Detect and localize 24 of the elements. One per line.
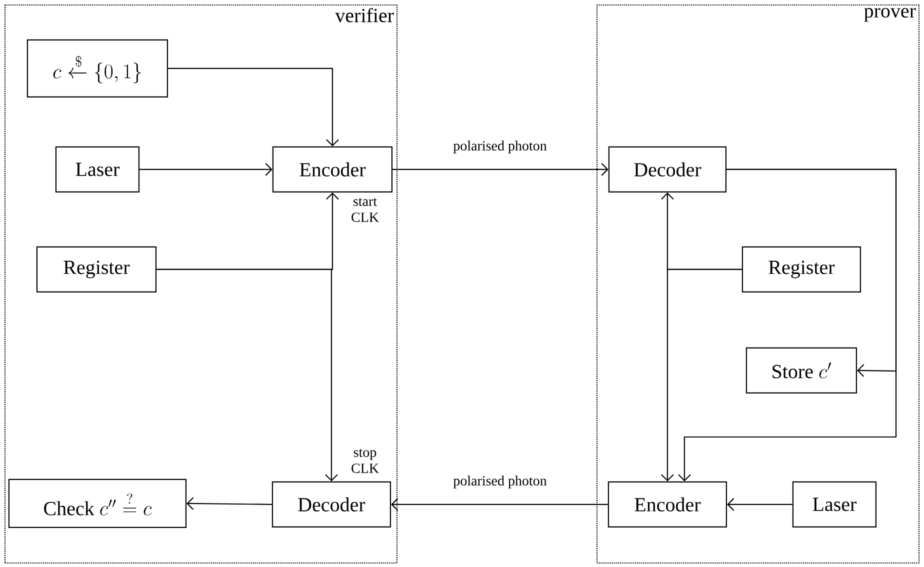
edge-label: polarised photon bbox=[452, 474, 548, 490]
process-box: Decoder bbox=[608, 146, 726, 192]
process-box: Laser bbox=[55, 146, 140, 192]
arrow bbox=[186, 497, 272, 510]
edge-label: stop CLK bbox=[344, 448, 386, 474]
process-box: Laser bbox=[792, 481, 876, 528]
process-box: $c \xleftarrow{\$} \{0,1\}$ bbox=[26, 39, 168, 98]
edge-label: polarised photon bbox=[452, 140, 548, 154]
arrow bbox=[168, 68, 339, 146]
process-box: $\text{Check } c'' \stackrel{?}{=} c$ bbox=[8, 478, 187, 528]
arrow bbox=[156, 268, 338, 482]
edge-label: start CLK bbox=[344, 196, 386, 223]
process-box: Encoder bbox=[272, 146, 392, 192]
arrow bbox=[678, 168, 897, 482]
arrow bbox=[391, 498, 608, 511]
process-box: Encoder bbox=[608, 481, 727, 528]
arrow bbox=[727, 498, 792, 511]
process-box: $\text{Store } c'$ bbox=[746, 347, 857, 394]
arrow bbox=[140, 163, 272, 176]
arrow bbox=[392, 163, 608, 176]
process-box: Register bbox=[742, 246, 861, 292]
arrow bbox=[661, 268, 742, 482]
process-box: Decoder bbox=[272, 481, 391, 528]
process-box: Register bbox=[36, 246, 157, 292]
